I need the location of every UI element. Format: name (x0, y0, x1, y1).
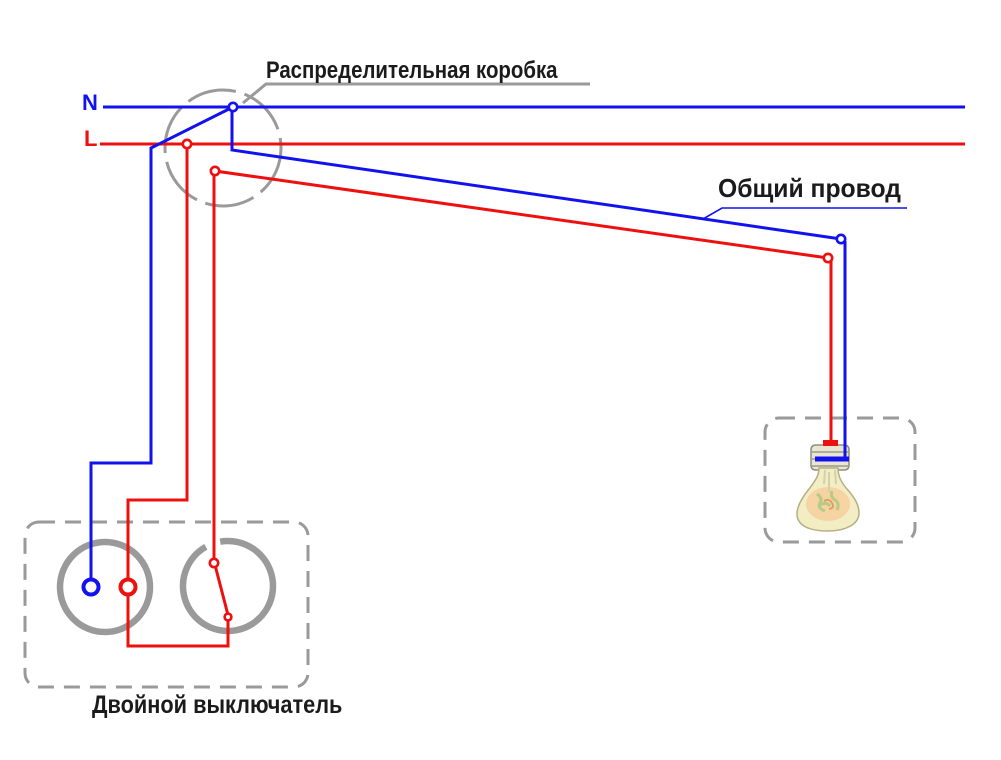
line-branch-to-socket (126, 146, 189, 580)
socket-line-terminal (118, 577, 138, 597)
common-wire-label-leader (702, 207, 907, 220)
switch-top-contact (208, 557, 220, 569)
switch-circle (179, 537, 277, 635)
common-wire-label: Общий провод (718, 173, 901, 203)
switch-lever (213, 564, 230, 616)
socket-circle (56, 538, 154, 636)
junction-box-label-leader (242, 82, 590, 105)
lamp-neutral-corner-node (835, 233, 847, 245)
switch-bottom-contact (223, 612, 233, 622)
junction-box-label: Распределительная коробка (266, 57, 558, 84)
neutral-branch-to-socket (89, 105, 234, 580)
line-junction-node (181, 138, 193, 150)
neutral-junction-node (227, 101, 239, 113)
switch-unit-enclosure (23, 520, 310, 689)
switch-unit-label: Двойной выключатель (92, 691, 343, 719)
neutral-branch-to-lamp (230, 108, 842, 241)
socket-neutral-terminal (81, 577, 101, 597)
neutral-wire-marker: N (82, 90, 98, 115)
switched-wire-to-lamp (214, 169, 829, 260)
lamp-line-corner-node (822, 252, 834, 264)
switched-junction-node (209, 165, 221, 177)
lamp-enclosure (763, 416, 917, 544)
line-wire-marker: L (84, 126, 98, 151)
socket-to-switch-link (126, 595, 230, 648)
junction-box-circle (163, 88, 283, 208)
